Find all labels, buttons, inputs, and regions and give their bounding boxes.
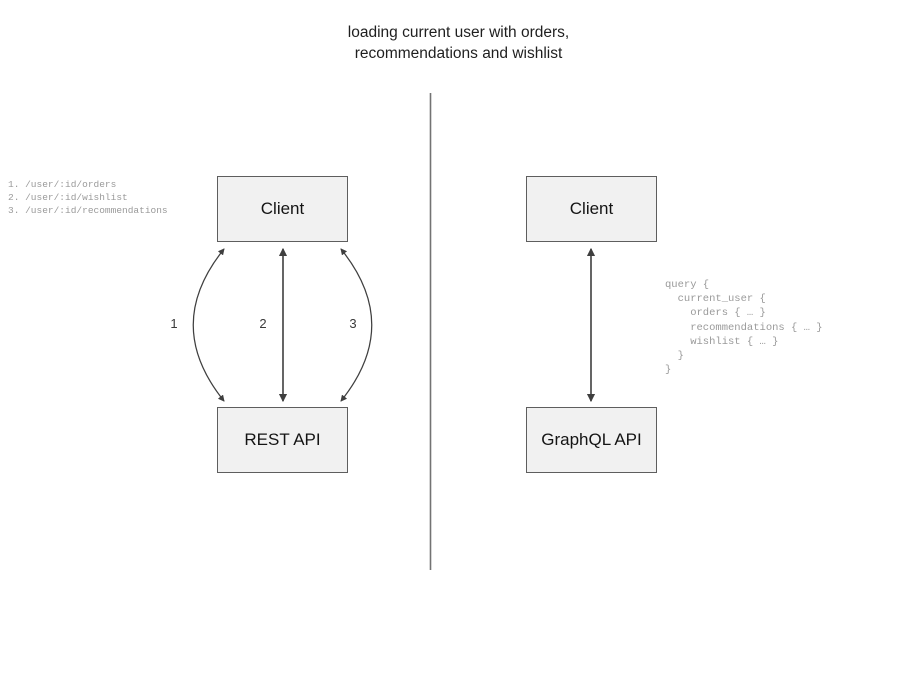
rest-edge-label-1: 1 — [170, 316, 178, 331]
rest-edge-label-3: 3 — [349, 316, 357, 331]
graphql-api-box[interactable]: GraphQL API — [526, 407, 657, 473]
graphql-client-box[interactable]: Client — [526, 176, 657, 242]
rest-endpoint-list: 1. /user/:id/orders 2. /user/:id/wishlis… — [8, 179, 168, 216]
rest-client-box[interactable]: Client — [217, 176, 348, 242]
page-title: loading current user with orders, recomm… — [347, 24, 570, 62]
rest-edge-label-2: 2 — [259, 316, 267, 331]
rest-api-box[interactable]: REST API — [217, 407, 348, 473]
graphql-query-block: query { current_user { orders { … } reco… — [665, 279, 823, 377]
